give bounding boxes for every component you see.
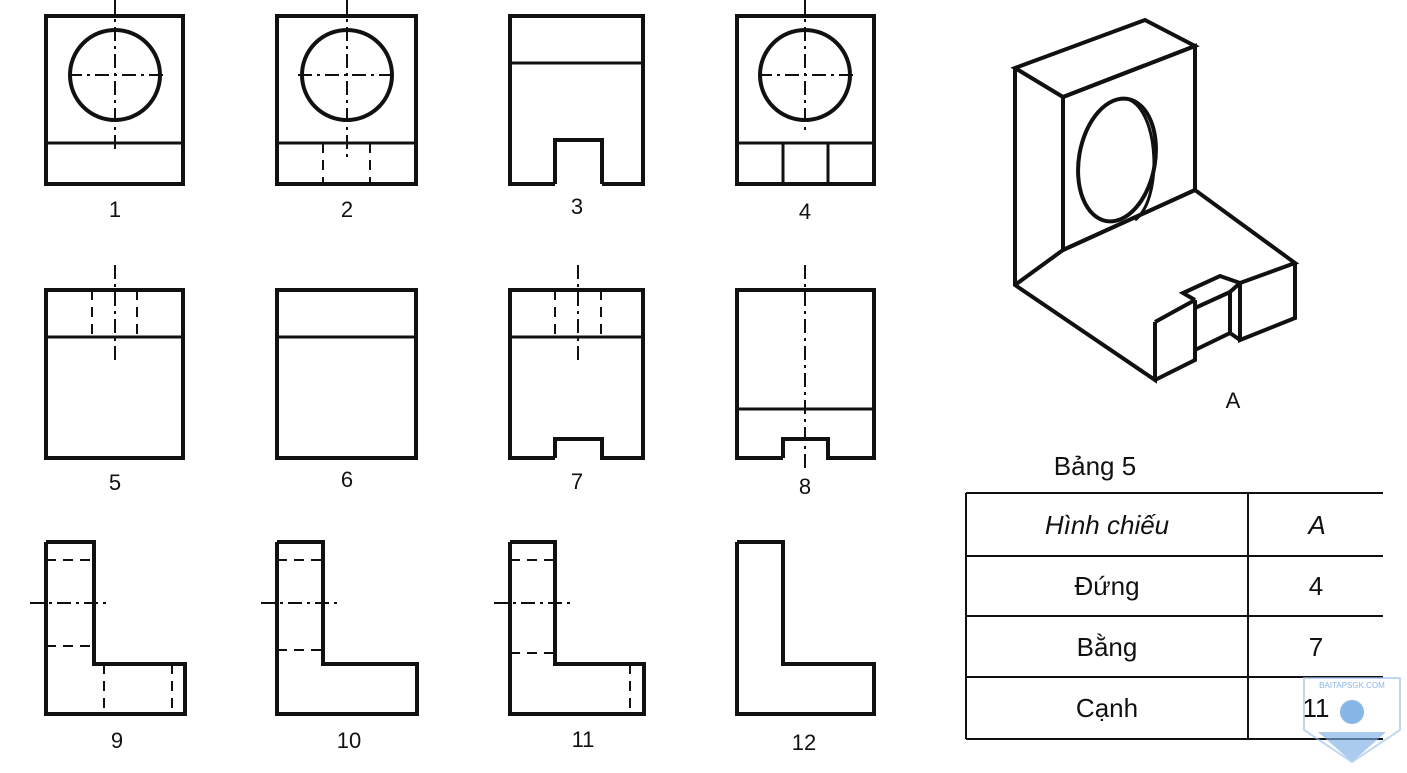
watermark-text: BAITAPSGK.COM — [1319, 681, 1385, 690]
view-10: 10 — [261, 540, 419, 753]
view-12: 12 — [735, 540, 876, 755]
answer-table: Bảng 5 Hình chiếu A Đứng 4 Bằng 7 Cạnh 1… — [965, 451, 1383, 740]
view-12-label: 12 — [792, 730, 816, 755]
view-11: 11 — [494, 540, 646, 752]
view-8-label: 8 — [799, 474, 811, 499]
view-1-label: 1 — [109, 197, 121, 222]
view-3: 3 — [508, 14, 645, 219]
view-5: 5 — [44, 265, 185, 495]
view-5-label: 5 — [109, 470, 121, 495]
table-row-value: 4 — [1309, 571, 1323, 601]
watermark-logo: BAITAPSGK.COM — [1303, 677, 1401, 764]
view-4-label: 4 — [799, 199, 811, 224]
table-header-col2: A — [1306, 510, 1325, 540]
view-9: 9 — [30, 540, 187, 753]
table-row-name: Đứng — [1074, 571, 1139, 601]
table-row-name: Cạnh — [1076, 693, 1138, 723]
view-6-label: 6 — [341, 467, 353, 492]
view-10-label: 10 — [337, 728, 361, 753]
view-6: 6 — [275, 288, 418, 492]
table-header-col1: Hình chiếu — [1045, 510, 1169, 540]
isometric-label: A — [1226, 388, 1241, 413]
table-row-value: 11 — [1303, 693, 1330, 723]
view-2: 2 — [275, 0, 418, 222]
view-7-label: 7 — [571, 469, 583, 494]
table-row-value: 7 — [1309, 632, 1323, 662]
view-8: 8 — [735, 265, 876, 499]
view-4: 4 — [735, 0, 876, 224]
isometric-object-a: A — [1010, 17, 1300, 413]
table-title: Bảng 5 — [1054, 451, 1136, 481]
table-row-name: Bằng — [1077, 632, 1138, 662]
view-2-label: 2 — [341, 197, 353, 222]
view-7: 7 — [508, 265, 645, 494]
view-3-label: 3 — [571, 194, 583, 219]
view-11-label: 11 — [572, 727, 595, 752]
view-9-label: 9 — [111, 728, 123, 753]
view-1: 1 — [44, 0, 185, 222]
